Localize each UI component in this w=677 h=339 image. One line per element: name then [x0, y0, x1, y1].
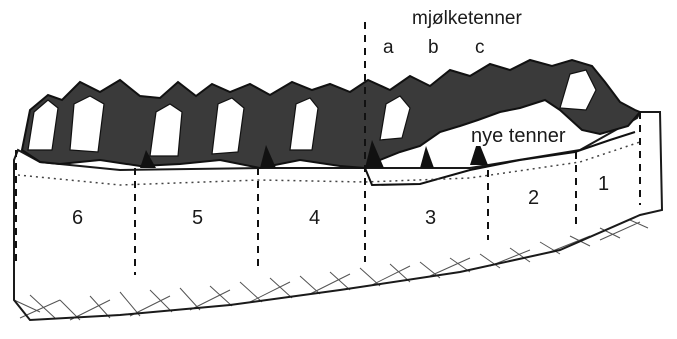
new-teeth-label: nye tenner [469, 126, 568, 146]
segment-label-5: 5 [192, 208, 203, 228]
segment-label-3: 3 [425, 208, 436, 228]
tooth-crowns [22, 60, 640, 168]
milk-tooth-label-b: b [428, 38, 439, 57]
segment-label-6: 6 [72, 208, 83, 228]
segment-label-1: 1 [598, 174, 609, 194]
segment-label-2: 2 [528, 188, 539, 208]
milk-tooth-label-c: c [475, 38, 485, 57]
milk-teeth-title: mjølketenner [412, 9, 522, 28]
milk-tooth-label-a: a [383, 38, 394, 57]
segment-label-4: 4 [309, 208, 320, 228]
